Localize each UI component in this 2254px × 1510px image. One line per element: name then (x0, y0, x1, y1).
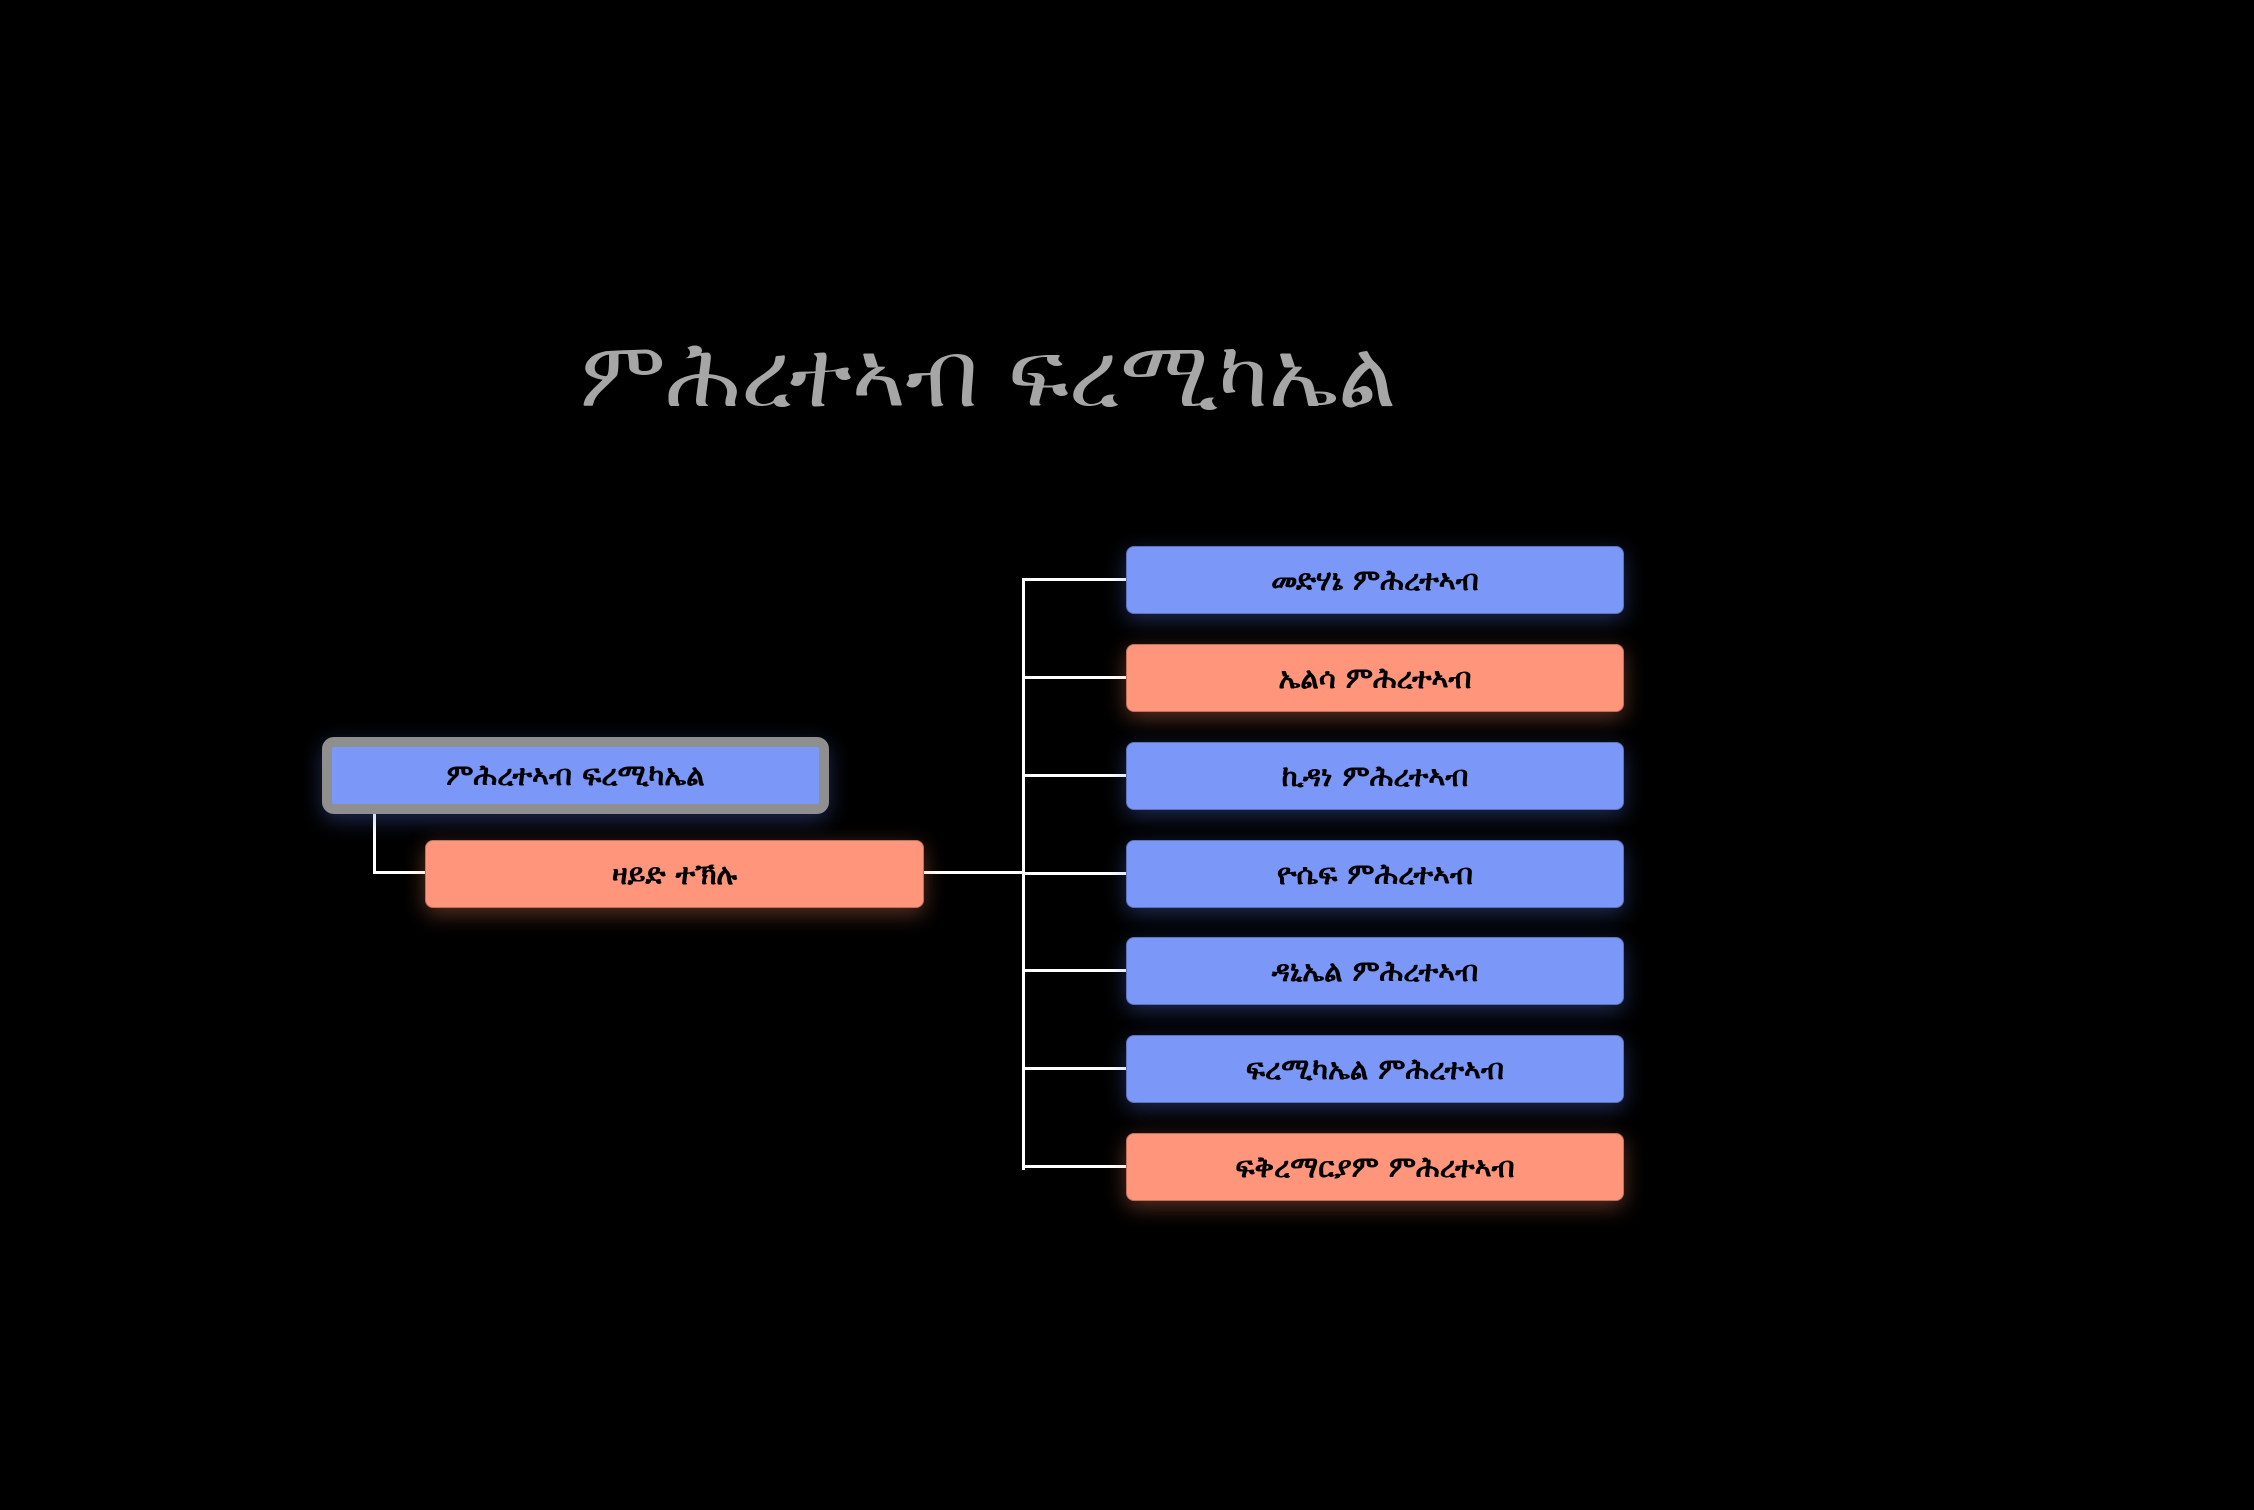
child-node-label: መድሃኔ ምሕረተኣብ (1271, 562, 1479, 597)
child-node[interactable]: ዳኒኤል ምሕረተኣብ (1126, 937, 1624, 1005)
child-node[interactable]: መድሃኔ ምሕረተኣብ (1126, 546, 1624, 614)
child-node-label: ፍቅረማርያም ምሕረተኣብ (1235, 1149, 1515, 1184)
root-node[interactable]: ምሕረተኣብ ፍረሚካኤል (322, 737, 829, 814)
connector-child-branch (1022, 872, 1126, 875)
child-node-label: ዳኒኤል ምሕረተኣብ (1271, 953, 1479, 988)
diagram-title: ምሕረተኣብ ፍረሚካኤል (579, 321, 1397, 428)
child-node[interactable]: ኪዳነ ምሕረተኣብ (1126, 742, 1624, 810)
child-node[interactable]: ፍረሚካኤል ምሕረተኣብ (1126, 1035, 1624, 1103)
connector-spouse-to-trunk (924, 871, 1025, 874)
spouse-node-label: ዛይድ ተኽሉ (611, 856, 738, 891)
connector-root-to-spouse-horizontal (373, 871, 425, 874)
child-node[interactable]: ኤልሳ ምሕረተኣብ (1126, 644, 1624, 712)
connector-child-branch (1022, 578, 1126, 581)
connector-child-branch (1022, 1067, 1126, 1070)
connector-child-branch (1022, 774, 1126, 777)
connector-child-branch (1022, 676, 1126, 679)
child-node-label: ዮሴፍ ምሕረተኣብ (1276, 856, 1474, 891)
connector-child-branch (1022, 1165, 1126, 1168)
root-node-label: ምሕረተኣብ ፍረሚካኤል (446, 758, 705, 792)
connector-child-branch (1022, 969, 1126, 972)
connector-root-to-spouse-vertical (373, 814, 376, 874)
child-node[interactable]: ፍቅረማርያም ምሕረተኣብ (1126, 1133, 1624, 1201)
child-node-label: ፍረሚካኤል ምሕረተኣብ (1245, 1051, 1505, 1086)
child-node-label: ኪዳነ ምሕረተኣብ (1281, 758, 1469, 793)
child-node[interactable]: ዮሴፍ ምሕረተኣብ (1126, 840, 1624, 908)
spouse-node[interactable]: ዛይድ ተኽሉ (425, 840, 924, 908)
child-node-label: ኤልሳ ምሕረተኣብ (1278, 660, 1472, 695)
